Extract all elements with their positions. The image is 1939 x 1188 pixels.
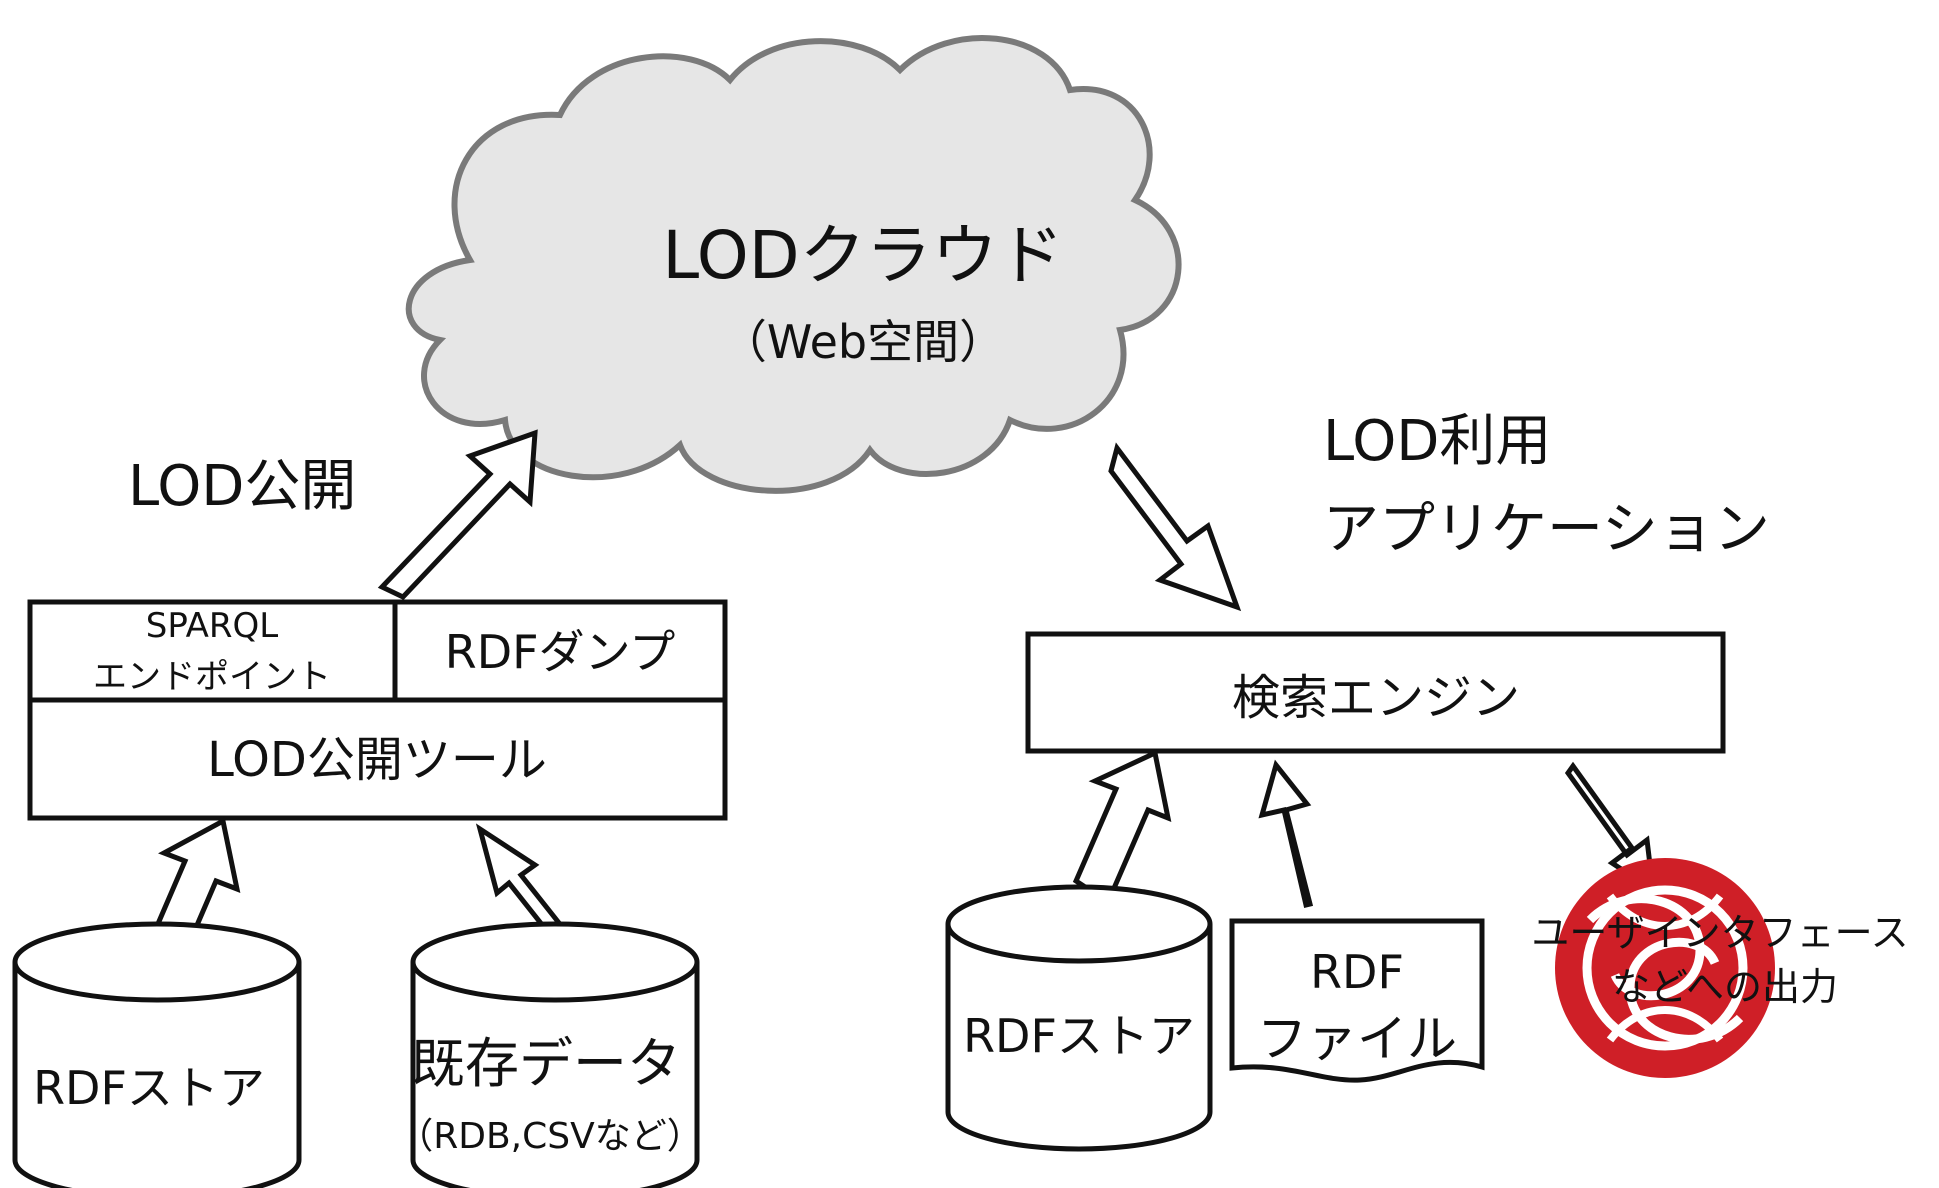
sparql-endpoint-line2: エンドポイント — [93, 657, 331, 697]
existing-data-line1: 既存データ — [411, 1032, 681, 1095]
output-label-line2: などへの出力 — [1612, 965, 1838, 1009]
left-rdf-store-cylinder — [12, 962, 302, 1188]
publish-label: LOD公開 — [128, 454, 356, 519]
cloud-subtitle: （Web空間） — [721, 315, 1005, 369]
search-engine-box — [1025, 631, 1726, 754]
existing-data-cylinder — [410, 962, 700, 1188]
rdf-file-line1: RDF — [1310, 945, 1404, 999]
lod-publish-tool-label: LOD公開ツール — [207, 732, 547, 788]
rdf-file-arrow-icon — [1258, 759, 1314, 909]
existing-data-line2: （RDB,CSVなど） — [397, 1116, 703, 1157]
existing-data-to-tool-arrow-icon — [475, 823, 567, 940]
rdf-dump-label: RDFダンプ — [445, 625, 675, 679]
left-rdf-store-cylinder-top — [12, 921, 302, 1003]
rdf-file-document — [1229, 918, 1485, 1083]
search-engine-label: 検索エンジン — [1232, 670, 1520, 726]
right-rdf-store-arrow-icon — [1072, 749, 1172, 906]
use-arrow-icon — [1108, 442, 1242, 612]
existing-data-cylinder-top — [410, 921, 700, 1003]
knot-emblem-icon — [1555, 858, 1775, 1078]
use-label-line1: LOD利用 — [1323, 409, 1551, 474]
rdf-file-line2: ファイル — [1257, 1010, 1457, 1068]
right-rdf-store-cylinder-top — [945, 884, 1213, 964]
lod-cloud-shape — [405, 34, 1182, 494]
lod-publish-tool-box — [27, 697, 728, 821]
sparql-endpoint-line1: SPARQL — [146, 606, 279, 646]
right-rdf-store-label: RDFストア — [963, 1009, 1195, 1063]
publish-arrow-icon — [377, 429, 538, 601]
left-rdf-store-label: RDFストア — [33, 1061, 265, 1115]
output-label-line1: ユーザインタフェース — [1531, 911, 1908, 955]
cloud-title: LODクラウド — [662, 217, 1063, 294]
right-rdf-store-cylinder — [945, 924, 1213, 1152]
use-label-line2: アプリケーション — [1323, 497, 1770, 562]
